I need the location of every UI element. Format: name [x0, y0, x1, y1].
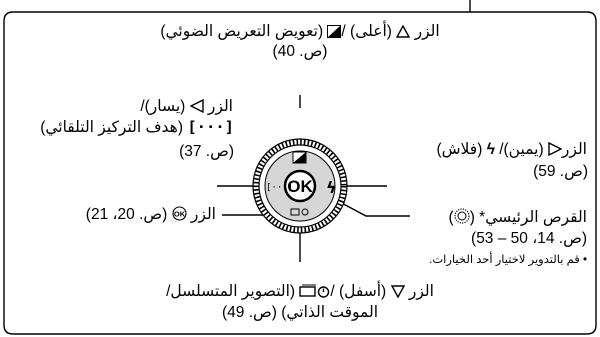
exposure-compensation-icon	[327, 25, 342, 38]
up-label-direction: (أعلى) /	[341, 23, 392, 40]
svg-text:OK: OK	[173, 210, 185, 219]
up-triangle-icon	[396, 25, 411, 38]
down-label-function: (التصوير المتسلسل/	[166, 283, 296, 300]
flash-icon: ϟ	[486, 141, 495, 158]
left-button-label-2: [···] (هدف التركيز التلقائي)	[12, 118, 234, 137]
down-label-direction: (أسفل) /	[330, 283, 387, 300]
left-triangle-icon	[189, 99, 204, 113]
down-triangle-icon	[390, 285, 405, 298]
right-label-text: الزر	[561, 141, 587, 158]
ok-label-text: الزر	[190, 206, 216, 223]
dial-page: (ص. 14، 50 – 53)	[471, 230, 587, 247]
up-button-page: (ص. 40)	[272, 43, 328, 60]
right-label-function: (فلاش)	[436, 141, 483, 158]
af-target-icon: [···]	[187, 118, 234, 136]
right-triangle-icon	[548, 142, 562, 156]
right-label-direction: (يمين)/	[499, 141, 544, 158]
dial-icon	[454, 208, 470, 224]
leader-dial	[335, 199, 410, 217]
af-target-icon: [···]	[266, 183, 293, 193]
left-button-page: (ص. 37)	[179, 143, 234, 160]
sequential-shooting-icon	[299, 284, 317, 297]
down-button-label: الزر (أسفل) / (التصوير المتسلسل/	[120, 282, 480, 301]
self-timer-icon	[318, 286, 330, 298]
left-label-function: (هدف التركيز التلقائي)	[40, 119, 184, 136]
down-button-label-2: الموقت الذاتي) (ص. 49)	[221, 304, 379, 321]
dial-note: • قم بالتدوير لاختيار أحد الخيارات.	[429, 254, 587, 266]
left-label-text: الزر	[207, 98, 233, 115]
ok-button-icon: OK	[172, 206, 187, 221]
ok-label-page: (ص. 20، 21)	[85, 206, 168, 223]
ok-button-icon[interactable]	[283, 169, 317, 203]
up-label-text: الزر	[414, 23, 440, 40]
left-label-direction: (يسار)/	[140, 98, 186, 115]
ok-button-label: الزر OK (ص. 20، 21)	[20, 205, 216, 224]
down-label-text: الزر	[408, 283, 434, 300]
right-button-page: (ص. 59)	[533, 163, 588, 180]
left-button-label: الزر (يسار)/	[93, 97, 233, 116]
up-label-function: (تعويض التعريض الضوئي)	[160, 23, 324, 40]
up-button-label: الزر (أعلى) / (تعويض التعريض الضوئي)	[125, 22, 475, 41]
exposure-compensation-icon	[292, 151, 307, 164]
dial-graphic: OK ϟ [···]	[252, 138, 348, 234]
dial-label-title: القرص الرئيسي*	[479, 209, 587, 226]
sequential-self-timer-icon	[290, 208, 309, 216]
ok-center-label: OK	[287, 177, 313, 196]
dial-label: القرص الرئيسي* ()	[448, 208, 587, 226]
flash-icon: ϟ	[326, 178, 337, 197]
right-button-label: الزر (يمين)/ ϟ (فلاش)	[390, 140, 587, 159]
